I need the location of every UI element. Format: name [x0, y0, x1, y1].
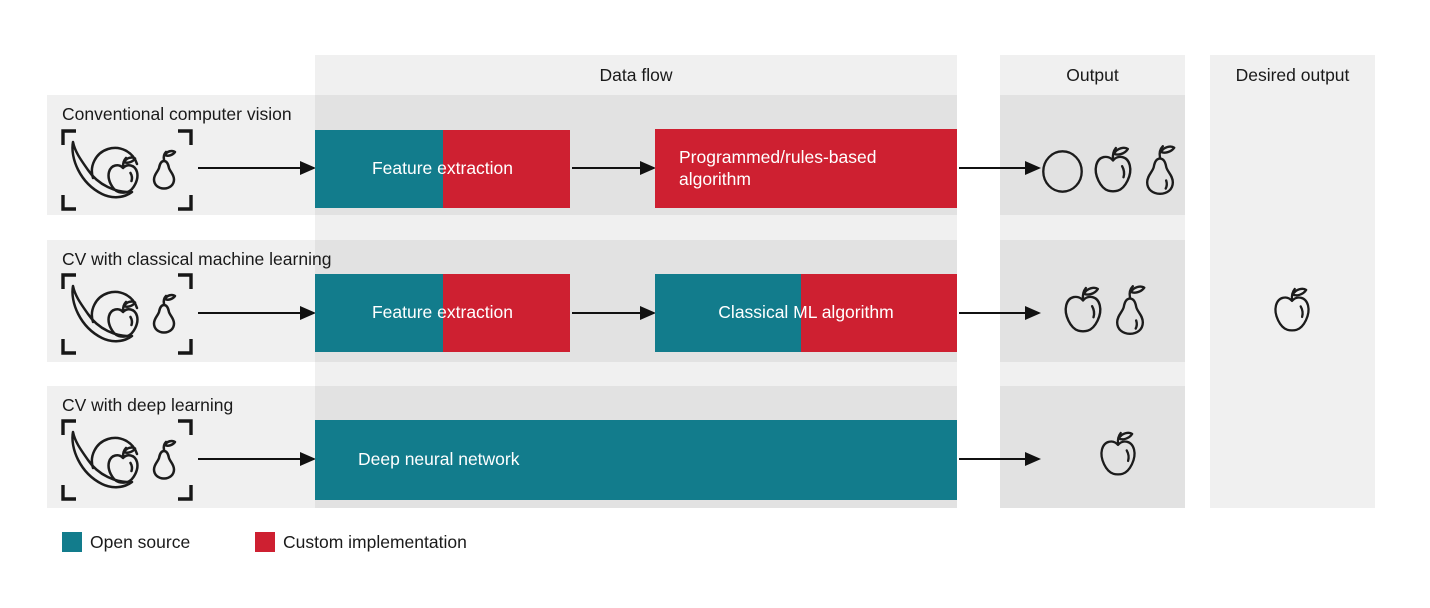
step-label: Feature extraction [371, 302, 514, 323]
output-icons-row2 [1060, 283, 1149, 337]
output-icons-row3 [1096, 430, 1140, 480]
apple-icon [1090, 145, 1136, 197]
row-label-deep-learning: CV with deep learning [62, 395, 234, 415]
arrow-output-row1 [959, 167, 1039, 170]
framed-fruits-icon [60, 272, 194, 356]
open-source-segment [315, 274, 443, 352]
open-source-segment [655, 274, 802, 352]
legend-label-custom-implementation: Custom implementation [283, 532, 467, 552]
arrow-output-row2 [959, 312, 1039, 315]
column-header-data-flow: Data flow [599, 65, 673, 85]
custom-segment [655, 129, 957, 208]
orange-icon [1040, 148, 1085, 195]
desired-output-icons [1270, 286, 1314, 336]
arrow-mid-row1 [572, 167, 654, 170]
row-label-conventional: Conventional computer vision [62, 104, 292, 124]
column-header-desired-output: Desired output [1235, 65, 1350, 85]
row-label-classical-ml: CV with classical machine learning [62, 249, 332, 269]
output-cell-row3 [1000, 386, 1185, 508]
arrow-mid-row2 [572, 312, 654, 315]
custom-segment [442, 130, 570, 208]
open-source-segment [315, 420, 957, 500]
pear-icon [1141, 143, 1179, 197]
custom-segment [442, 274, 570, 352]
framed-fruits-icon [60, 418, 194, 502]
column-header-output: Output [1066, 65, 1119, 85]
apple-icon [1096, 430, 1140, 480]
step-label: Deep neural network [358, 449, 520, 470]
legend-swatch-open-source [62, 532, 82, 552]
output-icons-row1 [1040, 143, 1179, 197]
output-column-band [1000, 55, 1185, 508]
step-label: Programmed/rules-based algorithm [679, 147, 877, 189]
apple-icon [1060, 285, 1106, 337]
step-box-programmed-algorithm: Programmed/rules-based algorithm [655, 129, 957, 208]
apple-icon [1270, 286, 1314, 336]
step-label: Classical ML algorithm [718, 302, 894, 323]
arrow-input-row2 [198, 312, 314, 315]
desired-output-column-band [1210, 55, 1375, 508]
pear-icon [1111, 283, 1149, 337]
framed-fruits-icon [60, 128, 194, 212]
legend-label-open-source: Open source [90, 532, 191, 552]
arrow-input-row3 [198, 458, 314, 461]
arrow-input-row1 [198, 167, 314, 170]
output-cell-row2 [1000, 240, 1185, 362]
step-box-classical-ml-algorithm: Classical ML algorithm [655, 274, 957, 352]
custom-segment [801, 274, 957, 352]
arrow-output-row3 [959, 458, 1039, 461]
output-cell-row1 [1000, 95, 1185, 215]
legend-swatch-custom-implementation [255, 532, 275, 552]
step-box-feature-extraction-row2: Feature extraction [315, 274, 570, 352]
step-box-deep-neural-network: Deep neural network [315, 420, 957, 500]
step-label: Feature extraction [371, 158, 514, 179]
open-source-segment [315, 130, 443, 208]
step-box-feature-extraction-row1: Feature extraction [315, 130, 570, 208]
